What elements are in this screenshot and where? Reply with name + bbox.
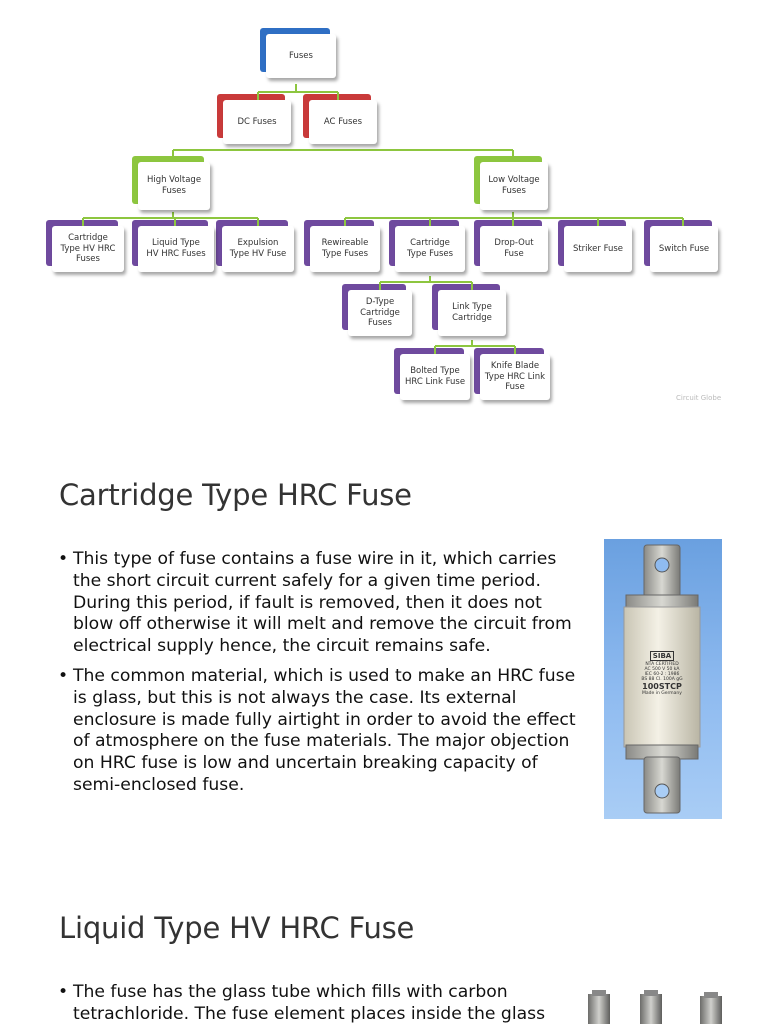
node-dropout: Drop-Out Fuse xyxy=(474,220,548,272)
liquid-fuse-drawing xyxy=(588,990,722,1024)
node-liquid-hv-label: Liquid Type HV HRC Fuses xyxy=(146,238,206,259)
node-cartridge-hv-label: Cartridge Type HV HRC Fuses xyxy=(60,233,116,265)
hrc-fuse-drawing xyxy=(623,544,701,814)
node-low-voltage-label: Low Voltage Fuses xyxy=(488,175,540,196)
node-striker: Striker Fuse xyxy=(558,220,632,272)
node-expulsion-hv: Expulsion Type HV Fuse xyxy=(216,220,294,272)
node-link-type-label: Link Type Cartridge xyxy=(452,302,492,323)
diagram-connectors xyxy=(82,84,684,354)
node-knife: Knife Blade Type HRC Link Fuse xyxy=(474,348,550,400)
node-bolted: Bolted Type HRC Link Fuse xyxy=(394,348,470,400)
node-bolted-label: Bolted Type HRC Link Fuse xyxy=(404,366,466,387)
node-rewireable-label: Rewireable Type Fuses xyxy=(321,238,369,259)
node-high-voltage: High Voltage Fuses xyxy=(132,156,210,210)
node-dc-fuses-label: DC Fuses xyxy=(237,116,277,127)
liquid-bullet-list: The fuse has the glass tube which fills … xyxy=(58,982,558,1034)
node-dropout-label: Drop-Out Fuse xyxy=(494,238,534,259)
hrc-fuse-photo: SIBA NTA CERTIFIED AC 500 V 50 kA IEC 60… xyxy=(604,539,722,819)
node-cartridge-lv-label: Cartridge Type Fuses xyxy=(406,238,454,259)
fuse-label: SIBA NTA CERTIFIED AC 500 V 50 kA IEC 60… xyxy=(626,643,698,696)
diagram-credit: Circuit Globe xyxy=(676,394,722,402)
node-switch: Switch Fuse xyxy=(644,220,718,272)
node-dc-fuses: DC Fuses xyxy=(217,94,291,144)
node-ac-fuses: AC Fuses xyxy=(303,94,377,144)
node-d-type: D-Type Cartridge Fuses xyxy=(342,284,412,336)
fuse-label-line2: AC 500 V 50 kA xyxy=(644,667,680,672)
node-d-type-label: D-Type Cartridge Fuses xyxy=(360,297,400,329)
node-fuses: Fuses xyxy=(260,28,336,78)
node-rewireable: Rewireable Type Fuses xyxy=(304,220,380,272)
node-liquid-hv: Liquid Type HV HRC Fuses xyxy=(132,220,214,272)
node-low-voltage: Low Voltage Fuses xyxy=(474,156,548,210)
node-ac-fuses-label: AC Fuses xyxy=(323,116,363,127)
node-link-type: Link Type Cartridge xyxy=(432,284,506,336)
node-cartridge-lv: Cartridge Type Fuses xyxy=(389,220,465,272)
node-striker-label: Striker Fuse xyxy=(572,243,624,254)
fuse-origin: Made in Germany xyxy=(642,691,682,696)
section-title-liquid: Liquid Type HV HRC Fuse xyxy=(59,911,415,945)
liquid-fuse-photo xyxy=(576,986,768,1024)
fuse-label-line1: NTA CERTIFIED xyxy=(645,662,679,667)
cartridge-bullet-list: This type of fuse contains a fuse wire i… xyxy=(58,549,582,805)
fuse-brand: SIBA xyxy=(649,651,675,661)
node-high-voltage-label: High Voltage Fuses xyxy=(146,175,202,196)
node-switch-label: Switch Fuse xyxy=(658,243,710,254)
node-expulsion-hv-label: Expulsion Type HV Fuse xyxy=(229,238,287,259)
list-item: The fuse has the glass tube which fills … xyxy=(58,982,558,1026)
fuse-model: 100STCP xyxy=(642,682,682,691)
list-item: The common material, which is used to ma… xyxy=(58,666,582,797)
node-knife-label: Knife Blade Type HRC Link Fuse xyxy=(484,361,546,393)
fuse-label-line4: BS 88 CI. 100A gG xyxy=(641,677,683,682)
list-item: This type of fuse contains a fuse wire i… xyxy=(58,549,582,658)
node-cartridge-hv: Cartridge Type HV HRC Fuses xyxy=(46,220,124,272)
fuse-classification-diagram: Fuses DC Fuses AC Fuses High Voltage Fus… xyxy=(0,0,768,420)
section-title-cartridge: Cartridge Type HRC Fuse xyxy=(59,478,412,512)
node-fuses-label: Fuses xyxy=(289,50,313,61)
fuse-label-line3: IEC 60-2 : 1986 xyxy=(644,672,680,677)
